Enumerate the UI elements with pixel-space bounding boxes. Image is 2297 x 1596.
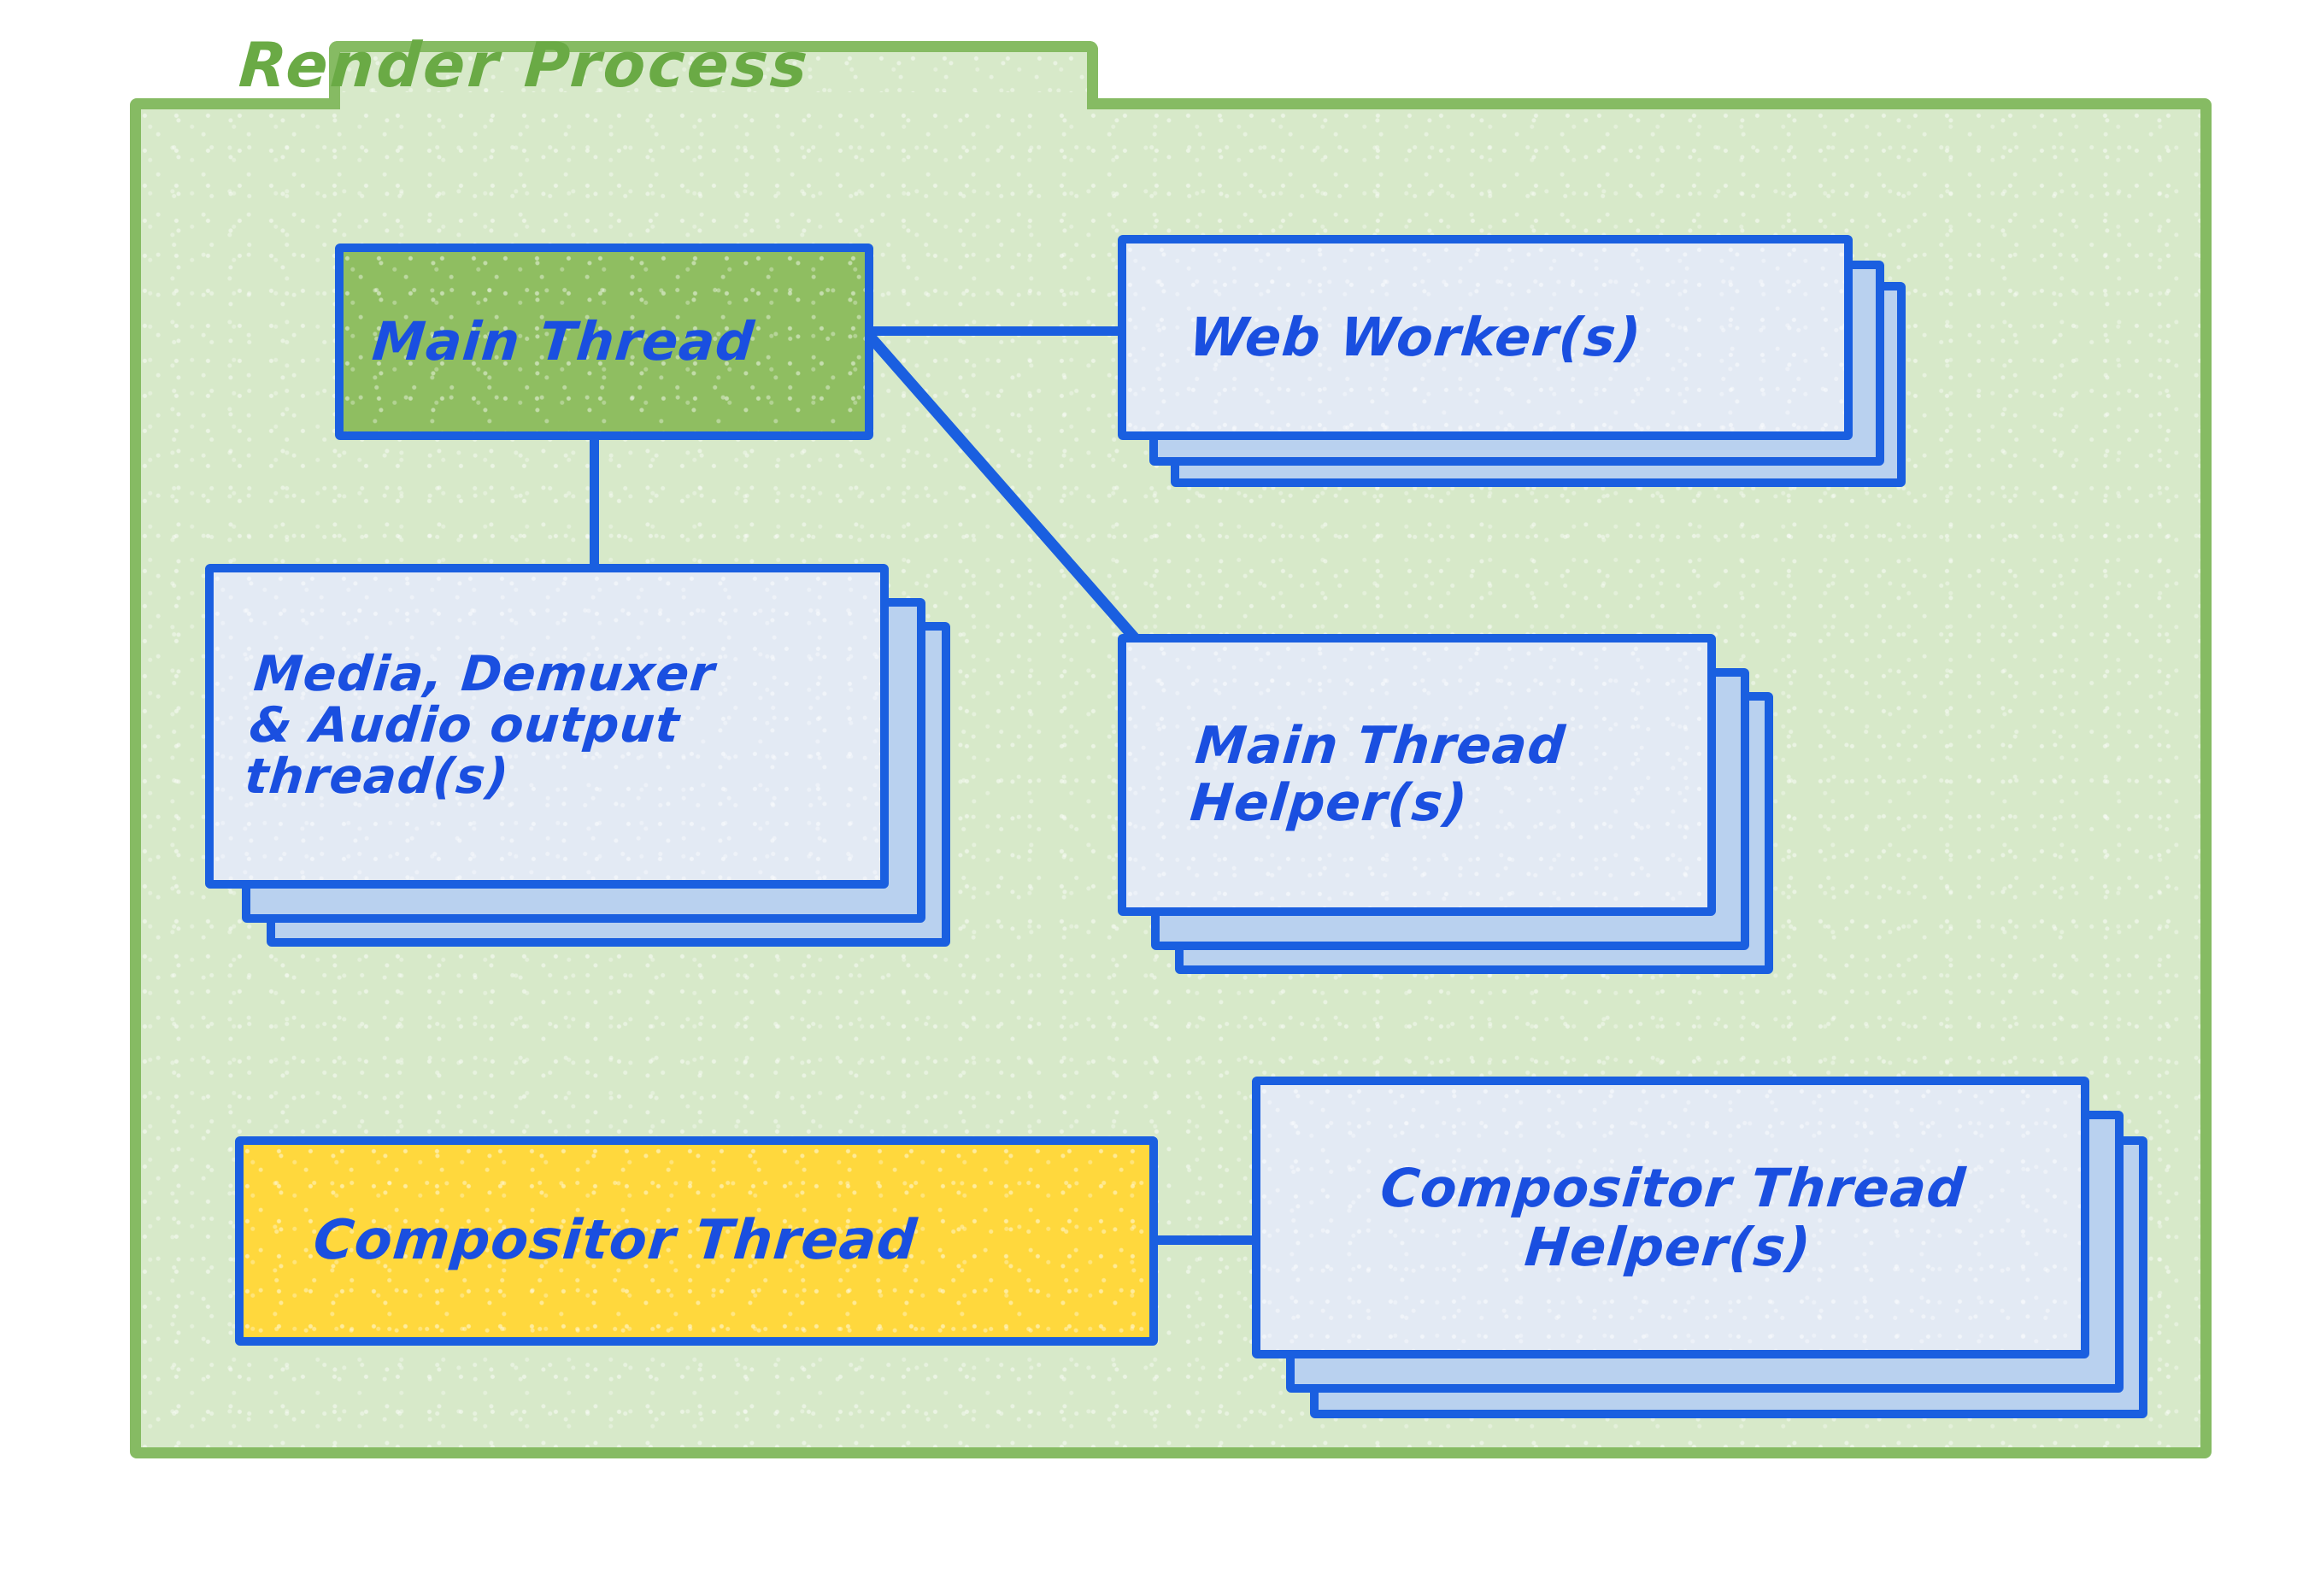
compositor-thread-helpers-label: Compositor Thread Helper(s) — [1378, 1156, 1969, 1278]
compositor-thread-card[interactable]: Compositor Thread — [235, 1136, 1158, 1346]
connector-main-thread-to-web-workers — [872, 326, 1119, 336]
compositor-thread-label: Compositor Thread — [310, 1208, 920, 1272]
web-workers-label: Web Worker(s) — [1186, 306, 1645, 369]
web-workers-card[interactable]: Web Worker(s) — [1118, 235, 1853, 440]
page-title: Render Process — [237, 29, 813, 101]
main-thread-label: Main Thread — [369, 310, 758, 373]
media-threads-label: Media, Demuxer & Audio output thread(s) — [242, 646, 718, 805]
media-threads-card[interactable]: Media, Demuxer & Audio output thread(s) — [205, 564, 889, 889]
connector-compositor-thread-to-helpers — [1154, 1235, 1256, 1245]
frame-seam — [340, 92, 1087, 111]
main-thread-card[interactable]: Main Thread — [335, 244, 873, 440]
connector-main-thread-to-media-threads — [590, 436, 599, 564]
connector-main-thread-to-main-thread-helpers — [859, 325, 1149, 654]
main-thread-helpers-card[interactable]: Main Thread Helper(s) — [1118, 634, 1716, 916]
compositor-thread-helpers-card[interactable]: Compositor Thread Helper(s) — [1252, 1077, 2089, 1358]
main-thread-helpers-label: Main Thread Helper(s) — [1188, 715, 1568, 833]
